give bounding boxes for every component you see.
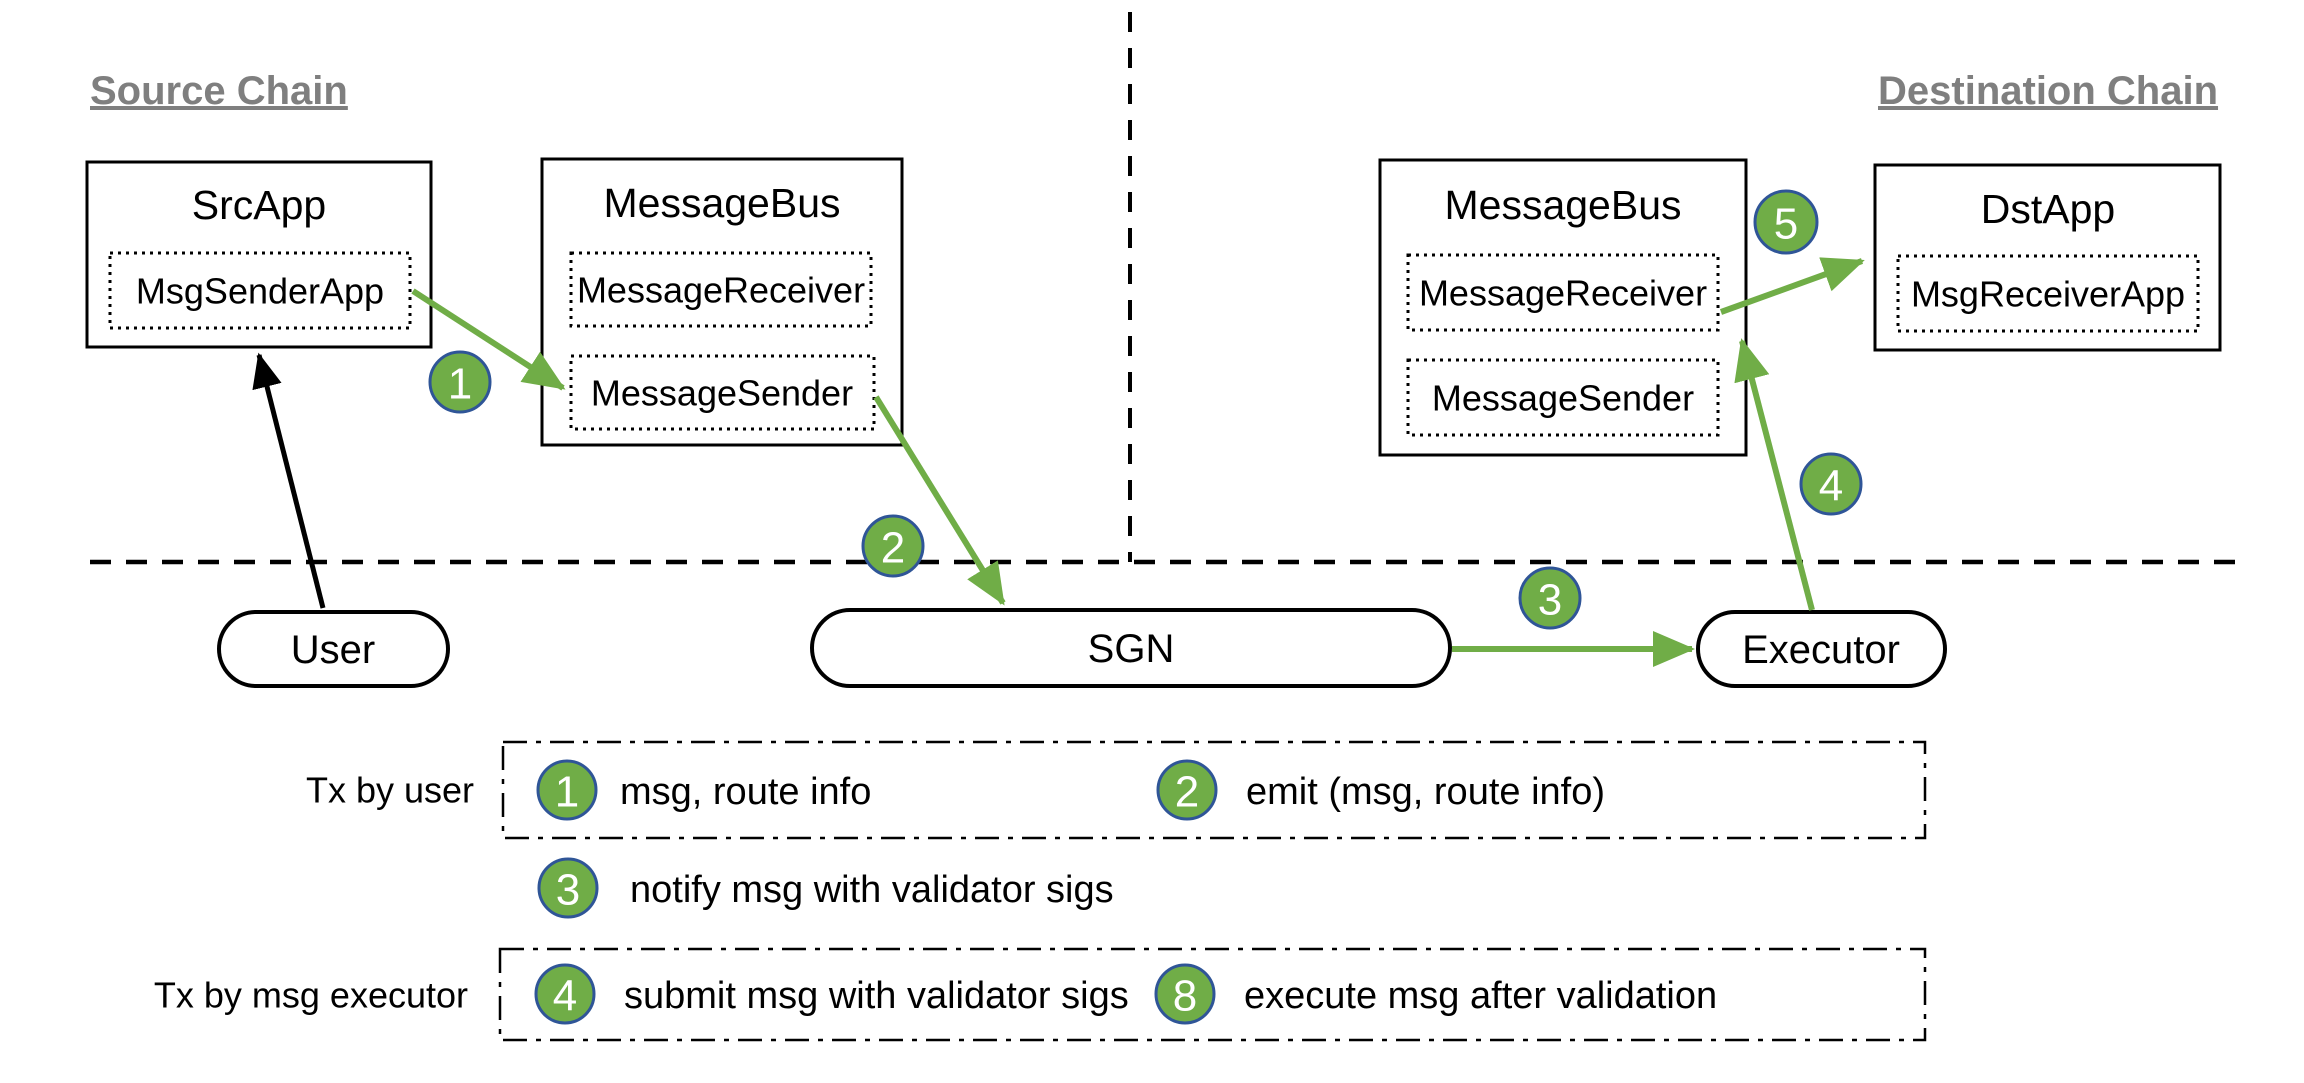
step1-badge-circle (428, 350, 492, 414)
step5-badge-circle (1753, 189, 1819, 255)
step1-badge-number: 1 (448, 360, 472, 409)
dst-app-title: DstApp (1981, 186, 2115, 232)
tx-by-executor-legend-box (498, 947, 1927, 1042)
message-bus-source-box (540, 157, 904, 447)
message-bus-destination-box (1378, 158, 1748, 457)
legend-item-4-badge (534, 963, 596, 1025)
legend-item-8-text: execute msg after validation (1244, 975, 1717, 1017)
user-node: User (217, 610, 450, 688)
message-bus-destination-node: MessageBus MessageReceiver MessageSender (1378, 158, 1748, 457)
legend-item-8-badge (1154, 963, 1216, 1025)
src-app-title: SrcApp (192, 182, 326, 228)
tx-by-msg-executor-label: Tx by msg executor (154, 975, 468, 1016)
tx-by-user-legend-box (501, 740, 1927, 840)
step2-badge: 2 (861, 514, 925, 578)
legend-item-1: 1 msg, route info (536, 759, 871, 821)
message-bus-source-title: MessageBus (603, 180, 840, 226)
legend-item-2: 2 emit (msg, route info) (1156, 759, 1605, 821)
src-app-node: SrcApp MsgSenderApp (85, 160, 433, 349)
legend-item-2-text: emit (msg, route info) (1246, 771, 1605, 813)
legend: Tx by user 1 msg, route info 2 emit (msg… (154, 740, 1927, 1042)
msg-sender-app-box (108, 251, 412, 330)
legend-item-1-badge (536, 759, 598, 821)
step2-badge-circle (861, 514, 925, 578)
legend-item-2-badge (1156, 759, 1218, 821)
legend-item-1-text: msg, route info (620, 771, 871, 813)
legend-item-4-number: 4 (553, 972, 577, 1021)
step5-badge-number: 5 (1774, 200, 1798, 249)
step4-badge: 4 (1799, 452, 1863, 516)
step5-arrow-messagereceiver-to-dstapp (1719, 257, 1865, 315)
executor-node: Executor (1696, 610, 1947, 688)
sgn-label: SGN (1088, 627, 1175, 671)
step5-badge: 5 (1753, 189, 1819, 255)
step3-badge: 3 (1518, 566, 1582, 630)
legend-item-2-number: 2 (1175, 768, 1199, 817)
message-bus-destination-title: MessageBus (1444, 182, 1681, 228)
message-sender-destination-label: MessageSender (1432, 378, 1694, 419)
step3-badge-number: 3 (1538, 576, 1562, 625)
sgn-pill (810, 608, 1452, 688)
legend-item-8-number: 8 (1173, 972, 1197, 1021)
step1-arrow-msgsenderapp-to-messagesender (411, 288, 566, 391)
step2-badge-number: 2 (881, 524, 905, 573)
message-receiver-source-label: MessageReceiver (577, 270, 865, 311)
step4-badge-circle (1799, 452, 1863, 516)
destination-chain-heading: Destination Chain (1878, 69, 2218, 113)
step3-badge-circle (1518, 566, 1582, 630)
step2-arrow-messagesender-to-sgn (873, 395, 1006, 606)
legend-item-4: 4 submit msg with validator sigs (534, 963, 1129, 1025)
tx-by-user-label: Tx by user (306, 770, 474, 811)
source-chain-heading: Source Chain (90, 69, 348, 113)
sgn-node: SGN (810, 608, 1452, 688)
message-receiver-destination-label: MessageReceiver (1419, 273, 1707, 314)
user-pill (217, 610, 450, 688)
executor-label: Executor (1742, 628, 1900, 672)
user-label: User (291, 628, 375, 672)
legend-item-8: 8 execute msg after validation (1154, 963, 1717, 1025)
message-receiver-destination-box (1406, 253, 1720, 332)
msg-receiver-app-label: MsgReceiverApp (1911, 274, 2185, 315)
executor-pill (1696, 610, 1947, 688)
legend-item-4-text: submit msg with validator sigs (624, 975, 1129, 1017)
message-sender-source-label: MessageSender (591, 373, 853, 414)
msg-receiver-app-box (1896, 254, 2200, 333)
step1-badge: 1 (428, 350, 492, 414)
step4-arrow-executor-to-messagereceiver (1734, 338, 1815, 611)
dst-app-node: DstApp MsgReceiverApp (1873, 163, 2222, 352)
user-to-srcapp-arrow (252, 352, 326, 609)
legend-item-3-number: 3 (556, 866, 580, 915)
legend-item-3-text: notify msg with validator sigs (630, 869, 1114, 911)
step4-badge-number: 4 (1819, 462, 1843, 511)
message-bus-source-node: MessageBus MessageReceiver MessageSender (540, 157, 904, 447)
message-sender-destination-box (1406, 358, 1720, 437)
message-receiver-source-box (569, 251, 873, 328)
legend-item-1-number: 1 (555, 768, 579, 817)
legend-item-3: 3 notify msg with validator sigs (537, 857, 1114, 919)
legend-item-3-badge (537, 857, 599, 919)
msg-sender-app-label: MsgSenderApp (136, 271, 384, 312)
